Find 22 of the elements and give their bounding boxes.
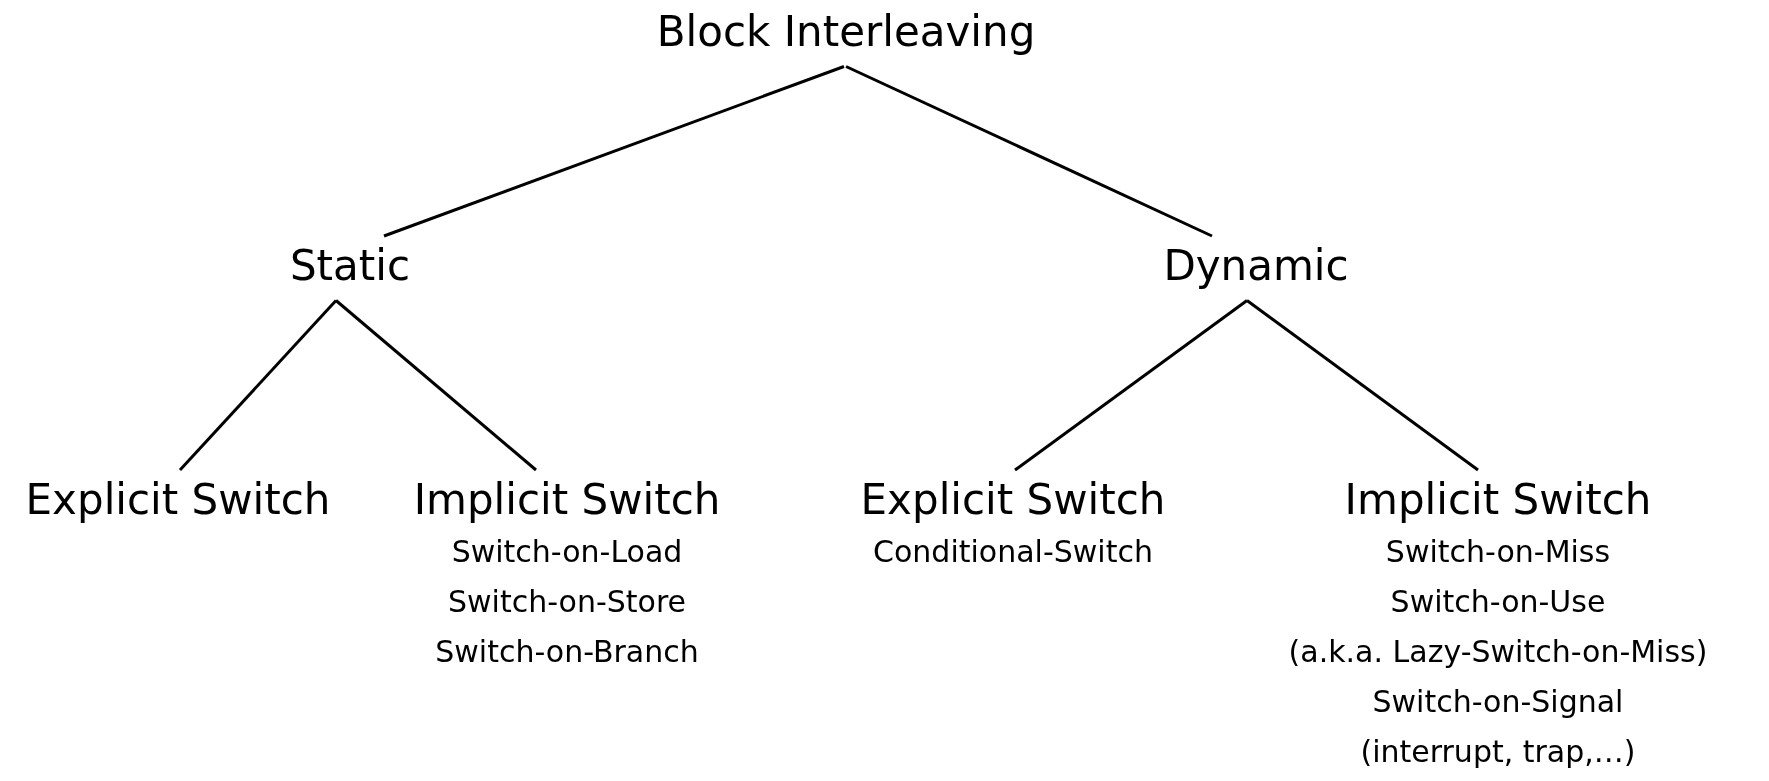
node-heading: Implicit Switch (1344, 474, 1652, 526)
node-item: Switch-on-Miss (1385, 532, 1611, 571)
connector-line (383, 65, 845, 238)
node-item: Switch-on-Load (451, 532, 683, 571)
connector-line (335, 299, 537, 472)
node-item: Conditional-Switch (873, 532, 1153, 571)
connector-line (1246, 299, 1479, 472)
node-item: Switch-on-Branch (435, 632, 699, 671)
node-heading: Block Interleaving (656, 6, 1036, 58)
node-item: Switch-on-Use (1390, 582, 1606, 621)
node-heading: Explicit Switch (25, 474, 331, 526)
node-item: (a.k.a. Lazy-Switch-on-Miss) (1288, 632, 1708, 671)
node-item: (interrupt, trap,…) (1360, 732, 1636, 771)
node-item: Switch-on-Store (447, 582, 687, 621)
connector-line (1014, 299, 1248, 472)
connector-line (178, 299, 338, 471)
connector-line (845, 65, 1213, 238)
node-heading: Static (289, 240, 411, 292)
node-heading: Explicit Switch (860, 474, 1166, 526)
node-heading: Implicit Switch (413, 474, 721, 526)
node-item: Switch-on-Signal (1372, 682, 1624, 721)
node-heading: Dynamic (1163, 240, 1349, 292)
